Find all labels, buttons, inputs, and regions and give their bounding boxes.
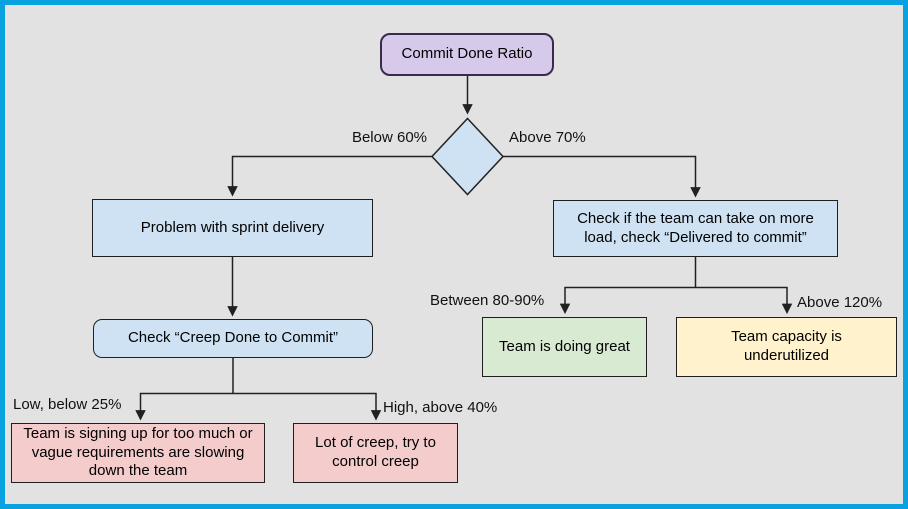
node-check-team-load: Check if the team can take on more load,… xyxy=(553,200,838,257)
connector-to-underutilized xyxy=(695,286,793,315)
node-label: Team is doing great xyxy=(499,337,630,355)
decision-diamond xyxy=(430,117,505,196)
connector-to-lot-creep xyxy=(233,392,382,421)
node-label: Check if the team can take on more load,… xyxy=(577,209,814,246)
node-commit-done-ratio: Commit Done Ratio xyxy=(380,33,554,76)
edge-label-between-80-90: Between 80-90% xyxy=(430,292,545,309)
node-label: Team is signing up for too much or vague… xyxy=(23,424,253,480)
node-team-signing-up-too-much: Team is signing up for too much or vague… xyxy=(11,423,265,483)
edge-label-above-70: Above 70% xyxy=(509,129,586,146)
connector-decision-to-load-check xyxy=(503,155,701,198)
connector-to-doing-great xyxy=(559,286,696,315)
node-team-doing-great: Team is doing great xyxy=(482,317,647,377)
node-team-capacity-underutilized: Team capacity is underutilized xyxy=(676,317,897,377)
node-check-creep-done-to-commit: Check “Creep Done to Commit” xyxy=(93,319,373,358)
edge-label-above-120: Above 120% xyxy=(797,294,883,311)
edge-label-high-above-40: High, above 40% xyxy=(383,399,498,416)
connector-decision-to-problem xyxy=(227,155,432,197)
edge-label-low-below-25: Low, below 25% xyxy=(13,396,122,413)
node-label: Check “Creep Done to Commit” xyxy=(127,329,339,347)
node-lot-of-creep: Lot of creep, try to control creep xyxy=(293,423,458,483)
node-problem-with-sprint-delivery: Problem with sprint delivery xyxy=(92,199,373,257)
node-label: Commit Done Ratio xyxy=(401,45,533,63)
node-label: Team capacity is underutilized xyxy=(731,328,842,364)
connector-to-too-much xyxy=(135,392,233,421)
edge-label-below-60: Below 60% xyxy=(351,129,427,146)
node-label: Lot of creep, try to control creep xyxy=(315,434,436,470)
node-label: Problem with sprint delivery xyxy=(140,218,325,236)
